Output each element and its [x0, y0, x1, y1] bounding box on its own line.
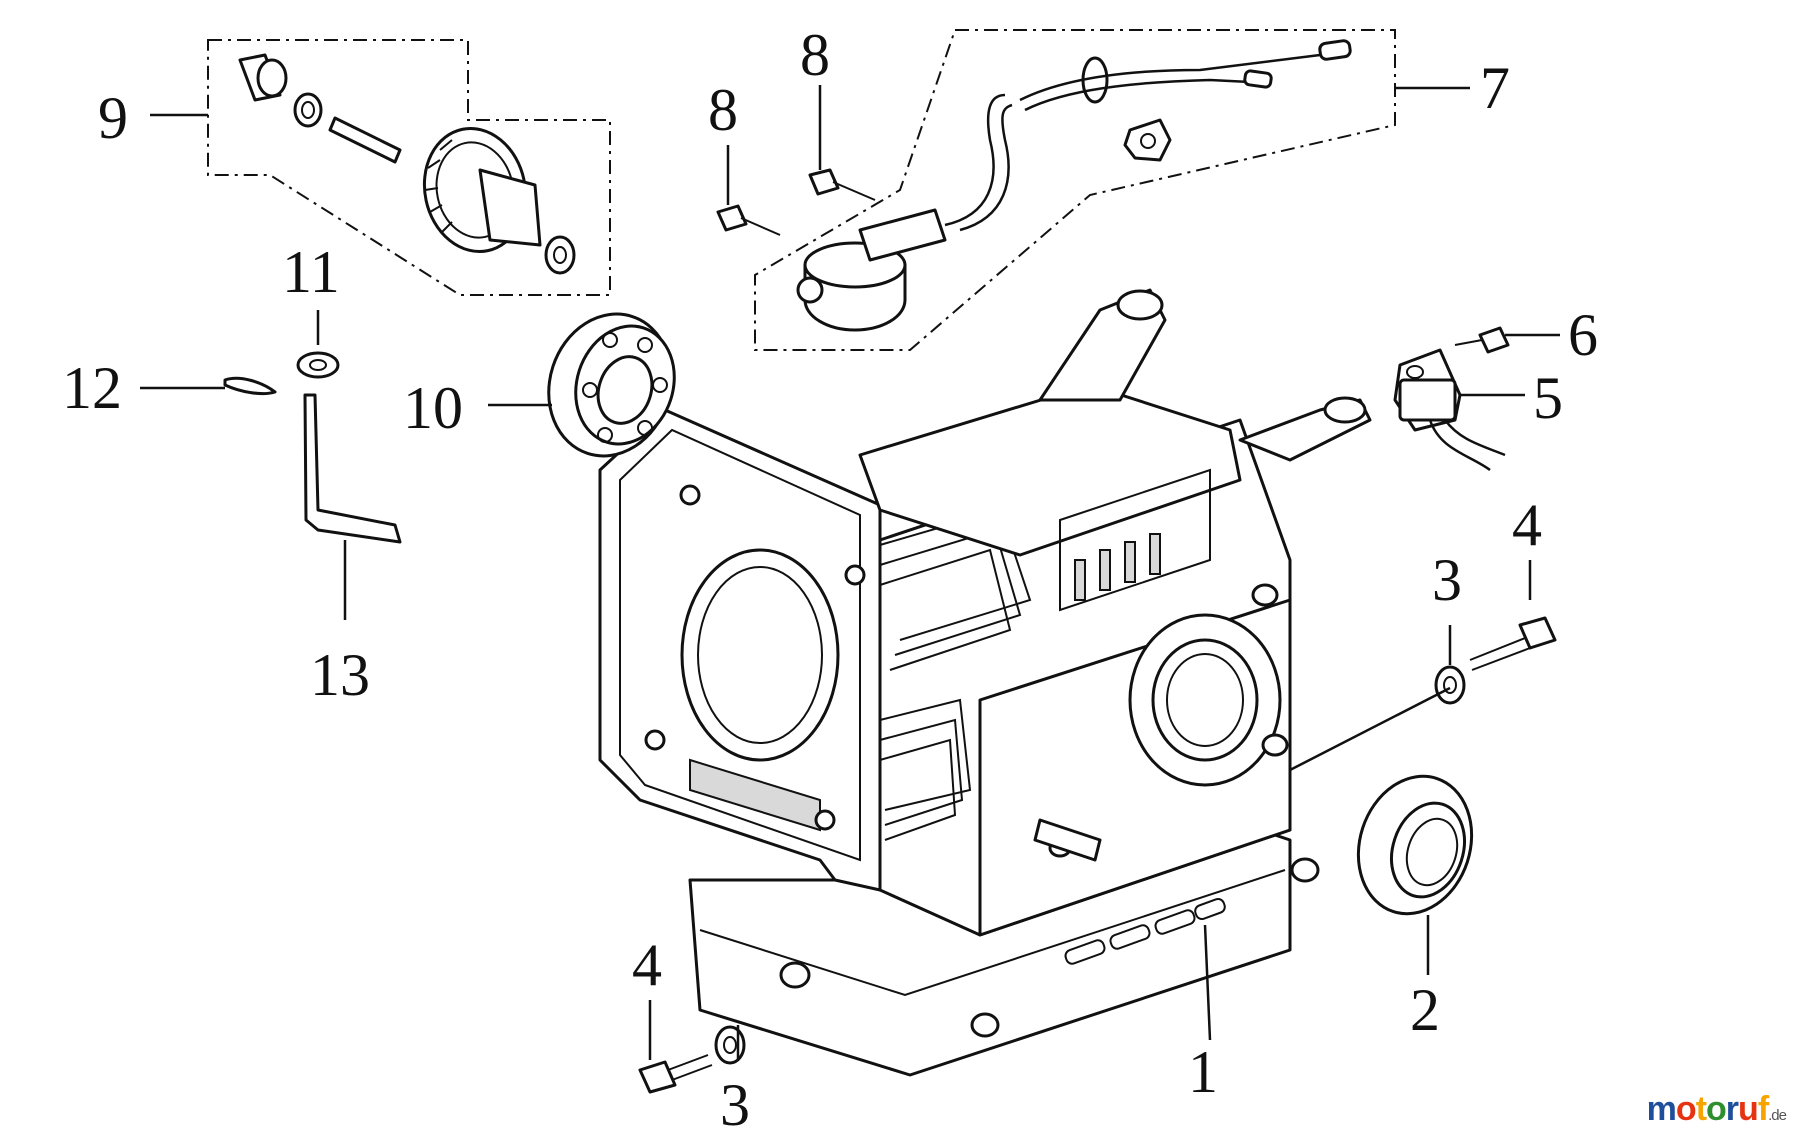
- callout-3a: 3: [1432, 547, 1462, 613]
- callout-11: 11: [282, 239, 340, 305]
- callout-12: 12: [62, 355, 122, 421]
- callout-8b: 8: [708, 77, 738, 143]
- bolt-washer-right-drawing: [1434, 616, 1557, 705]
- watermark-o2: o: [1706, 1090, 1727, 1128]
- callout-4a: 4: [1512, 492, 1542, 558]
- callout-9: 9: [98, 85, 128, 151]
- callout-13: 13: [310, 642, 370, 708]
- governor-assembly-drawing: [207, 39, 611, 296]
- watermark-r: r: [1725, 1090, 1739, 1128]
- brand-watermark: motoruf.de: [1646, 1090, 1787, 1129]
- callout-3b: 3: [720, 1072, 750, 1138]
- watermark-suffix: .de: [1768, 1107, 1787, 1124]
- watermark-u: u: [1738, 1090, 1759, 1128]
- crankcase-drawing: [598, 288, 1372, 1077]
- callout-7: 7: [1480, 55, 1510, 121]
- callout-8a: 8: [800, 22, 830, 88]
- callout-4b: 4: [632, 932, 662, 998]
- watermark-f: f: [1757, 1090, 1769, 1128]
- callout-2: 2: [1410, 977, 1440, 1043]
- callout-6: 6: [1568, 302, 1598, 368]
- callout-labels: 1 2 3 3 4 4 5 6 7 8 8 9 10 11 12 13: [62, 22, 1598, 1138]
- governor-arm-drawing: [223, 351, 402, 544]
- callout-5: 5: [1533, 365, 1563, 431]
- callout-10: 10: [403, 375, 463, 441]
- leader-lines: [140, 85, 1560, 1060]
- oil-level-switch-drawing: [754, 29, 1396, 351]
- bearing-drawing: [547, 312, 676, 458]
- watermark-o1: o: [1675, 1090, 1697, 1128]
- ignition-coil-drawing: [1393, 326, 1510, 472]
- bolts-8-drawing: [716, 168, 876, 236]
- oil-seal-drawing: [1356, 774, 1474, 916]
- watermark-m: m: [1646, 1090, 1677, 1128]
- watermark-t: t: [1695, 1090, 1707, 1128]
- callout-1: 1: [1188, 1039, 1218, 1105]
